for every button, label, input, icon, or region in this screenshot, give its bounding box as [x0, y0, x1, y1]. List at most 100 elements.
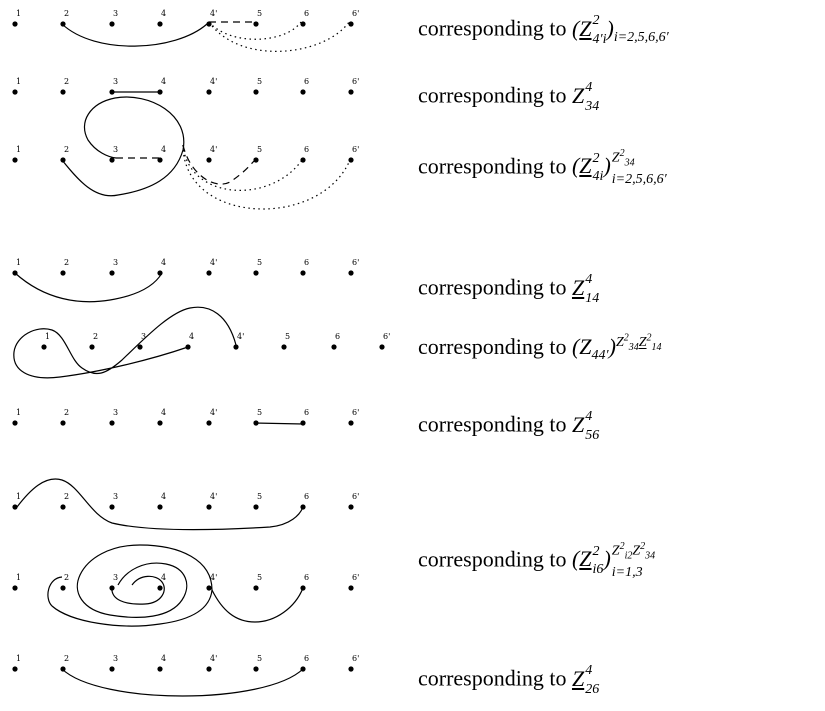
point-label: 6'	[352, 408, 359, 417]
point-label: 4	[161, 9, 166, 18]
curve-row3-loop-2-around-3-4	[61, 96, 185, 197]
point-dot	[60, 157, 66, 163]
point-dot	[253, 270, 259, 276]
point-label: 3	[113, 145, 118, 154]
point-label: 5	[257, 492, 262, 501]
point-dot	[206, 504, 212, 510]
point-label: 1	[16, 258, 21, 267]
point-dot	[206, 420, 212, 426]
point-dot	[60, 420, 66, 426]
point-label: 6	[304, 492, 309, 501]
point-dot	[253, 504, 259, 510]
point-label: 4'	[237, 332, 244, 341]
point-dot	[331, 344, 337, 350]
point-dot	[253, 157, 259, 163]
point-dot	[157, 157, 163, 163]
point-dot	[281, 344, 287, 350]
point-label: 5	[285, 332, 290, 341]
curve-row1-arc-2-4p	[61, 23, 208, 47]
point-dot	[157, 21, 163, 27]
point-label: 6	[304, 77, 309, 86]
point-dot	[300, 21, 306, 27]
point-label: 3	[113, 492, 118, 501]
point-label: 4	[161, 408, 166, 417]
curve-row3-dotted-4-6p	[182, 144, 351, 210]
curve-row1-dotted-4p-6	[208, 21, 302, 40]
point-label: 4'	[210, 258, 217, 267]
point-dot	[300, 270, 306, 276]
caption-prefix: corresponding to	[418, 665, 567, 691]
point-label: 6	[304, 654, 309, 663]
curve-row8-inner-loop-3-4	[111, 575, 165, 605]
caption-prefix: corresponding to	[418, 546, 567, 572]
point-dot	[206, 585, 212, 591]
point-label: 4'	[210, 77, 217, 86]
point-dot	[253, 21, 259, 27]
point-label: 6'	[352, 145, 359, 154]
point-label: 2	[64, 9, 69, 18]
point-label: 2	[64, 492, 69, 501]
curve-row3-dotted-4-6	[182, 144, 303, 191]
point-label: 4'	[210, 408, 217, 417]
point-label: 6'	[352, 492, 359, 501]
point-label: 5	[257, 145, 262, 154]
point-label: 4	[161, 77, 166, 86]
caption-prefix: corresponding to	[418, 15, 567, 41]
point-dot	[109, 157, 115, 163]
point-dot	[60, 585, 66, 591]
curve-row6-segment-5-6	[253, 422, 304, 425]
point-label: 5	[257, 77, 262, 86]
point-dot	[253, 89, 259, 95]
point-label: 4	[161, 492, 166, 501]
point-label: 4'	[210, 573, 217, 582]
point-dot	[348, 270, 354, 276]
point-dot	[109, 504, 115, 510]
point-label: 2	[64, 573, 69, 582]
point-dot	[12, 504, 18, 510]
point-label: 3	[113, 77, 118, 86]
point-dot	[12, 89, 18, 95]
point-label: 6'	[352, 654, 359, 663]
point-label: 1	[16, 654, 21, 663]
point-label: 3	[141, 332, 146, 341]
point-dot	[109, 420, 115, 426]
point-dot	[109, 666, 115, 672]
point-label: 1	[16, 408, 21, 417]
curve-row7-1-to-6	[16, 478, 304, 531]
point-dot	[233, 344, 239, 350]
point-dot	[157, 504, 163, 510]
point-dot	[206, 666, 212, 672]
point-dot	[206, 157, 212, 163]
point-label: 2	[64, 654, 69, 663]
point-dot	[12, 666, 18, 672]
point-label: 4	[189, 332, 194, 341]
point-label: 2	[64, 77, 69, 86]
point-label: 2	[64, 408, 69, 417]
point-dot	[60, 89, 66, 95]
curve-row5-loop-4-4p	[13, 306, 237, 379]
point-label: 1	[16, 573, 21, 582]
caption-row5: corresponding to (Z44′)Z234Z214	[418, 333, 662, 362]
point-label: 1	[16, 77, 21, 86]
caption-prefix: corresponding to	[418, 411, 567, 437]
caption-prefix: corresponding to	[418, 274, 567, 300]
point-label: 4'	[210, 492, 217, 501]
point-label: 3	[113, 258, 118, 267]
point-dot	[12, 21, 18, 27]
point-label: 5	[257, 9, 262, 18]
point-dot	[109, 270, 115, 276]
point-dot	[348, 666, 354, 672]
point-dot	[253, 666, 259, 672]
point-label: 3	[113, 573, 118, 582]
point-label: 1	[16, 492, 21, 501]
